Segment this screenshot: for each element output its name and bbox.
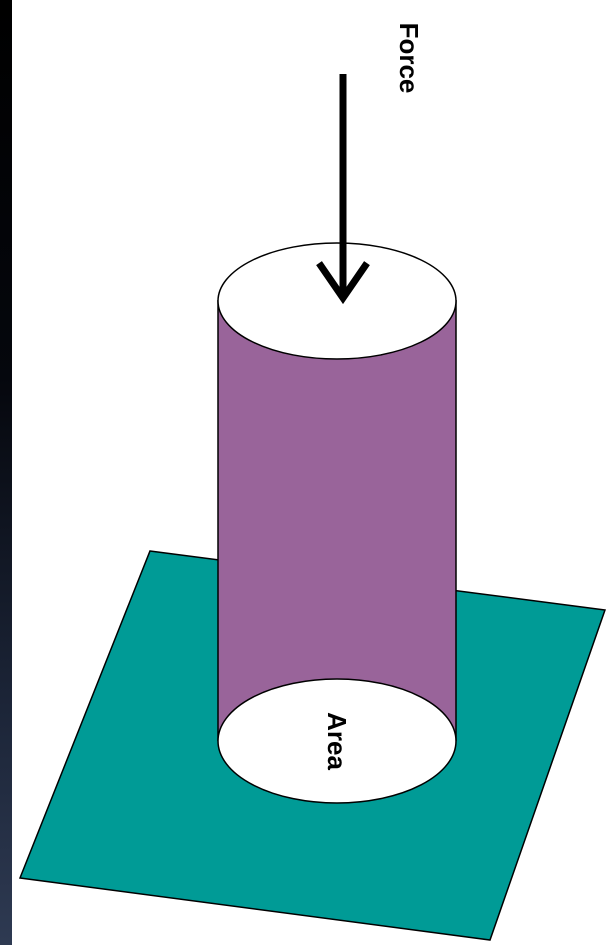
cylinder-body bbox=[218, 300, 456, 741]
pressure-diagram: Force Area bbox=[18, 23, 606, 941]
slide-left-edge bbox=[0, 0, 12, 945]
cylinder-base-area bbox=[217, 678, 457, 804]
cylinder-top bbox=[217, 242, 457, 360]
force-label: Force bbox=[394, 23, 424, 94]
area-label: Area bbox=[322, 712, 352, 770]
diagram-panel: Force Area bbox=[12, 0, 606, 945]
force-arrow-head bbox=[316, 261, 370, 305]
